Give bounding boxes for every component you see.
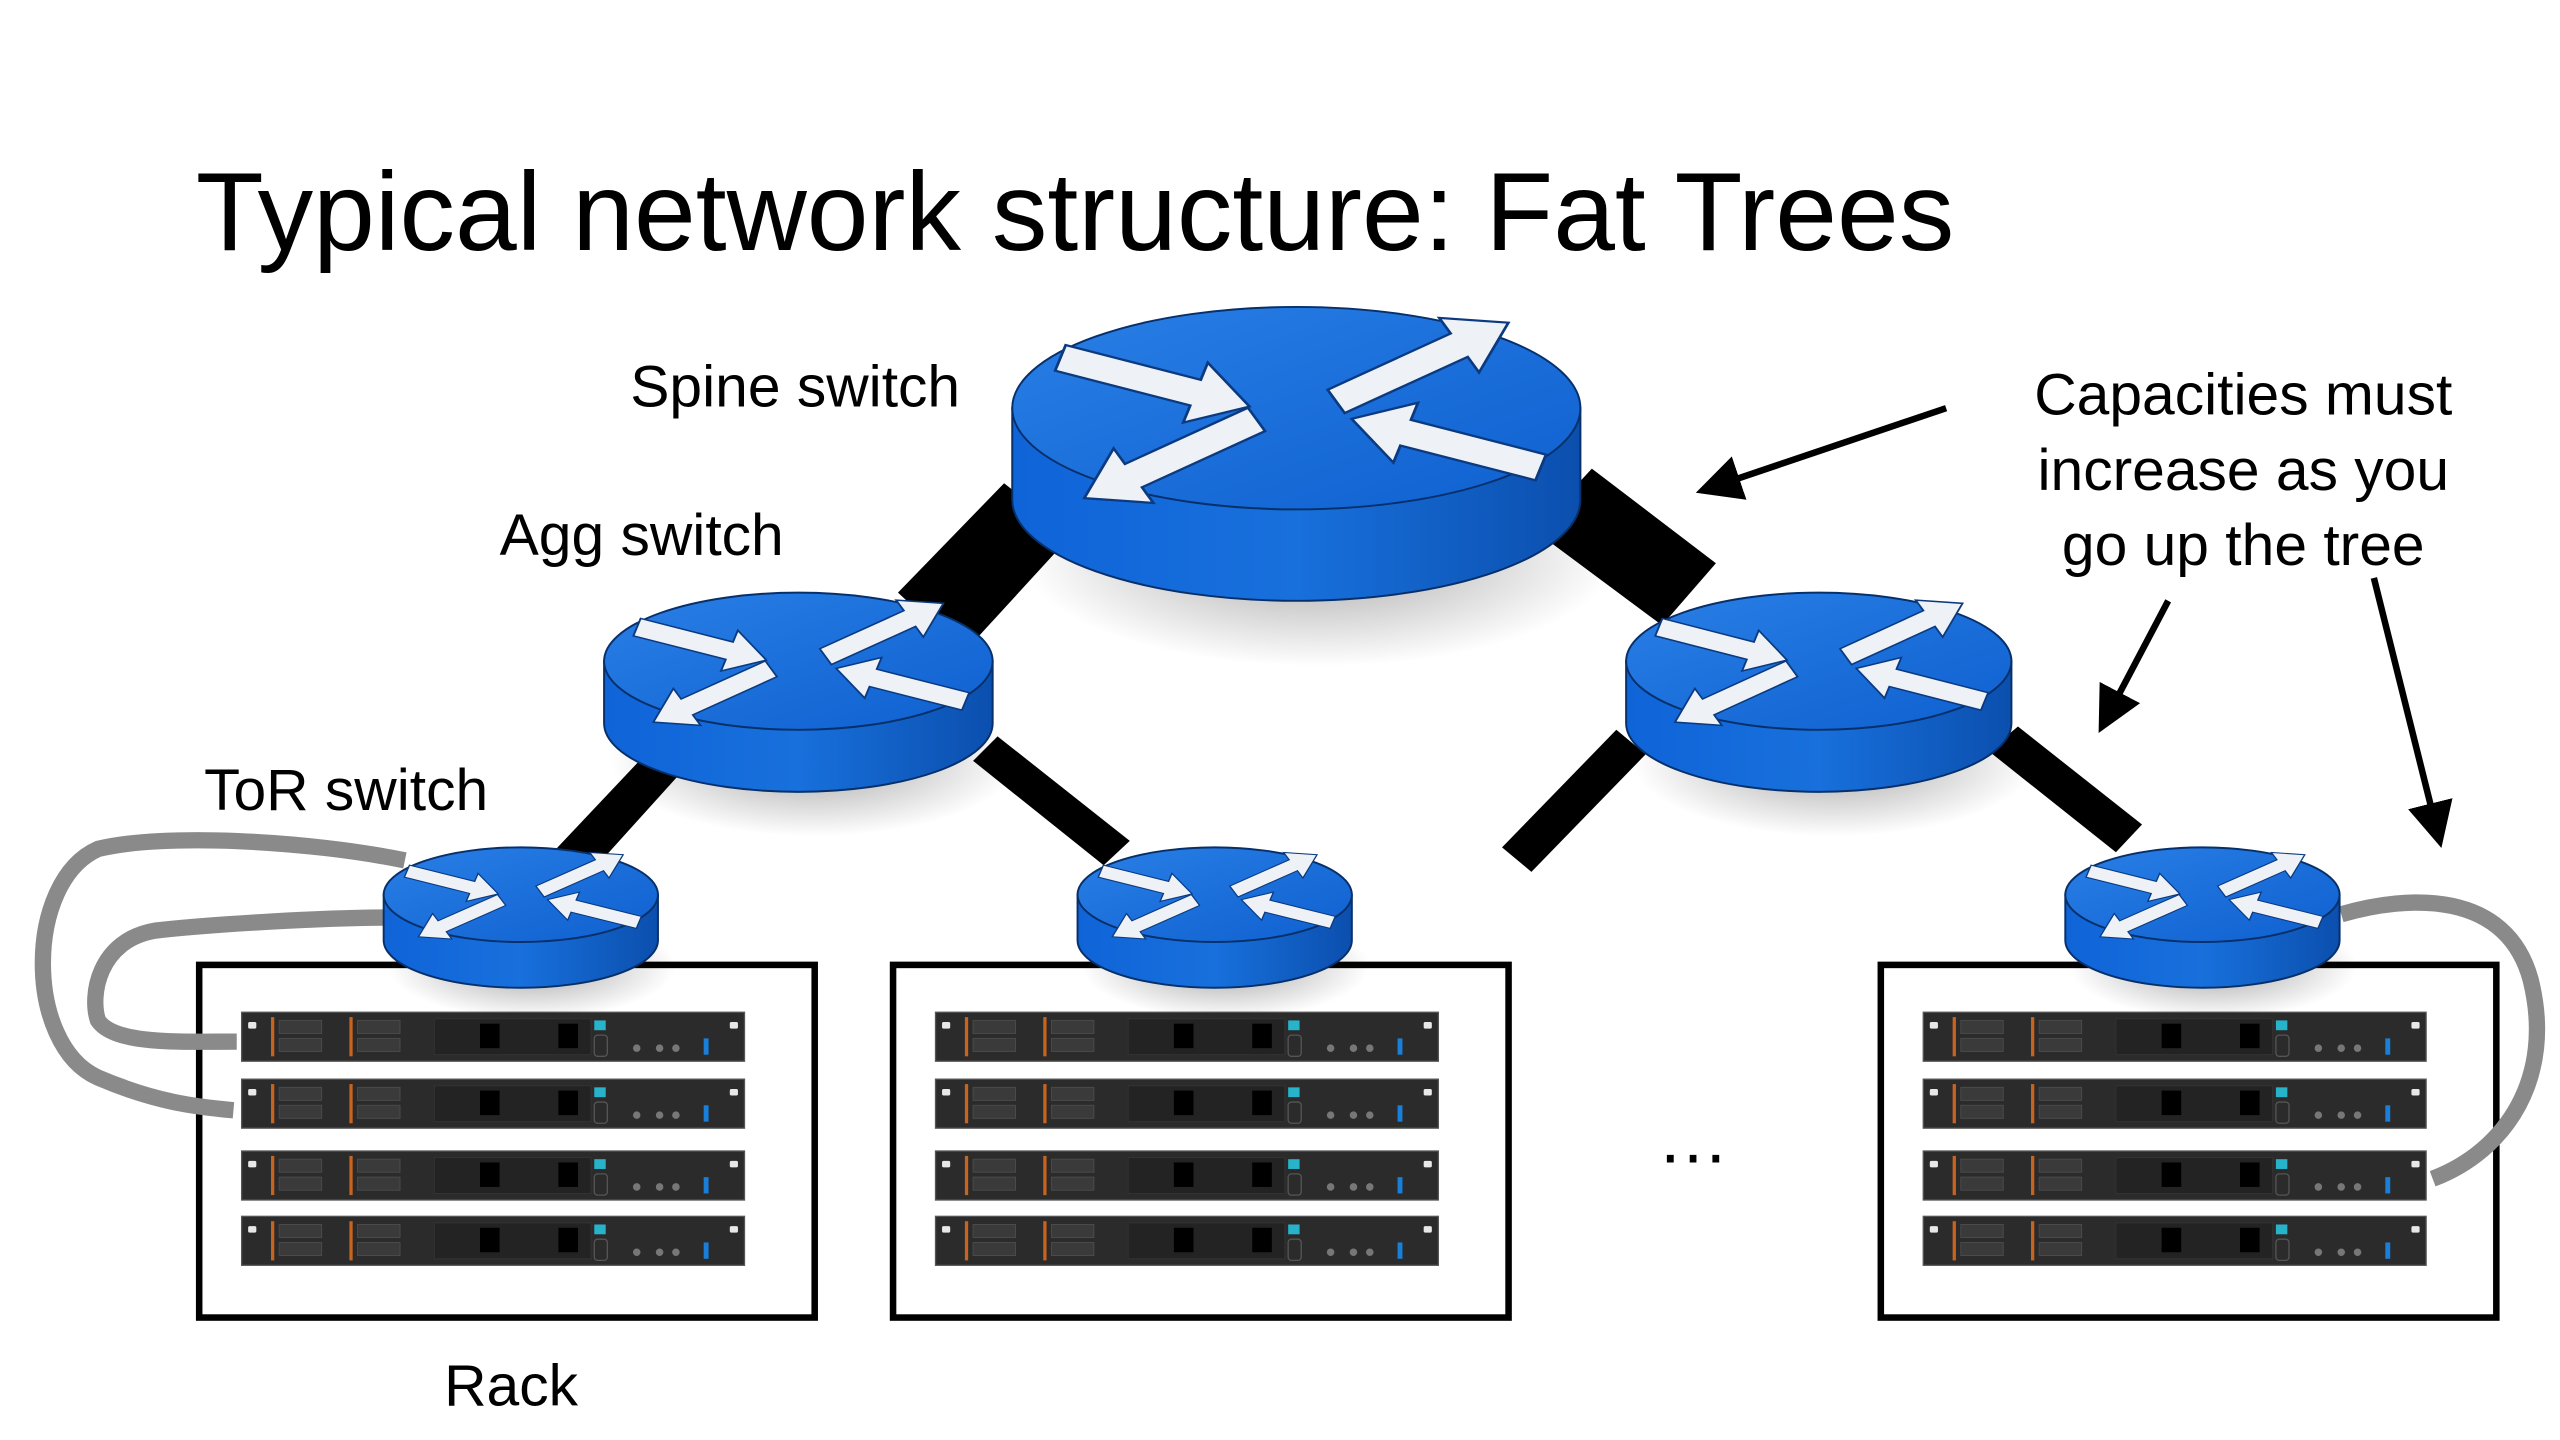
annotation-arrow-server-cable [2370, 577, 2453, 849]
routing-arrows-icon [632, 599, 971, 727]
agg-switch-left [603, 591, 1018, 837]
routing-arrows-icon [403, 851, 643, 940]
agg-switch-right [1625, 591, 2037, 837]
server [1922, 1150, 2427, 1201]
tor-switch-label: ToR switch [204, 758, 488, 823]
spine-switch-label: Spine switch [630, 355, 960, 420]
link-agg-right-tor-cut [1502, 729, 1646, 872]
server [934, 1215, 1440, 1266]
server [934, 1011, 1440, 1062]
routing-arrows-icon [1097, 851, 1337, 940]
server [240, 1078, 746, 1129]
server [240, 1150, 746, 1201]
annotation-arrow-spine-link [1695, 405, 1948, 500]
rack-label: Rack [444, 1354, 579, 1419]
tor-switch-3 [2064, 846, 2358, 1019]
annotation-line-3: go up the tree [2062, 513, 2425, 578]
server [1922, 1011, 2427, 1062]
annotation-arrow-agg-link [2098, 599, 2172, 733]
rack [195, 961, 818, 1321]
routing-arrows-icon [2085, 851, 2324, 940]
agg-switch-label: Agg switch [500, 503, 784, 568]
annotation-line-1: Capacities must [2034, 363, 2452, 428]
server [240, 1011, 746, 1062]
server-cable-2 [87, 909, 389, 1050]
rack [1877, 961, 2500, 1321]
more-racks-ellipsis: … [1657, 1098, 1729, 1178]
server [1922, 1215, 2427, 1266]
server [1922, 1078, 2427, 1129]
spine-switch [1011, 305, 1618, 667]
server [934, 1078, 1440, 1129]
tor-switch-2 [1076, 846, 1370, 1019]
capacity-annotation: Capacities must increase as you go up th… [2034, 363, 2452, 578]
annotation-line-2: increase as you [2037, 438, 2449, 503]
tor-switch-1 [382, 846, 676, 1019]
server-cable-3 [2338, 894, 2546, 1187]
routing-arrows-icon [1654, 599, 1990, 727]
server [934, 1150, 1440, 1201]
slide-title: Typical network structure: Fat Trees [196, 149, 1954, 274]
rack [889, 961, 1512, 1321]
routing-arrows-icon [1053, 316, 1548, 505]
server [240, 1215, 746, 1266]
server-cable-1 [34, 832, 407, 1119]
